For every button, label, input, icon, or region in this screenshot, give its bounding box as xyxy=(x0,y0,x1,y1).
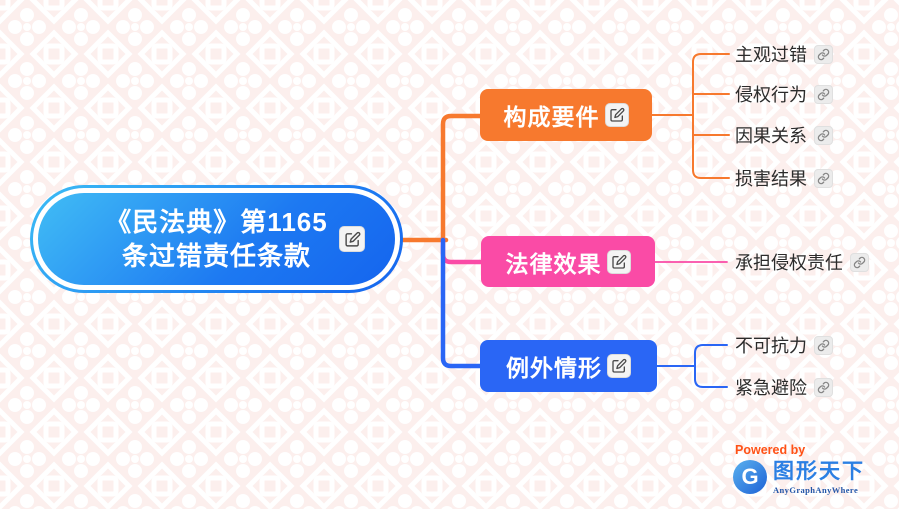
link-button[interactable] xyxy=(814,377,833,397)
leaf-node[interactable]: 损害结果 xyxy=(735,166,833,190)
brand-subtitle: AnyGraphAnyWhere xyxy=(773,485,859,495)
link-button[interactable] xyxy=(814,125,833,145)
edit-button[interactable] xyxy=(339,226,365,252)
leaf-node[interactable]: 因果关系 xyxy=(735,123,833,147)
leaf-node[interactable]: 主观过错 xyxy=(735,42,833,66)
leaf-node[interactable]: 承担侵权责任 xyxy=(735,250,869,274)
root-node-ring: 《民法典》第1165 条过错责任条款 xyxy=(33,188,400,290)
leaf-label: 因果关系 xyxy=(735,126,807,146)
edit-icon xyxy=(611,254,626,269)
leaf-node[interactable]: 紧急避险 xyxy=(735,375,833,399)
leaf-label: 承担侵权责任 xyxy=(735,253,843,273)
link-button[interactable] xyxy=(814,44,833,64)
leaf-node[interactable]: 侵权行为 xyxy=(735,82,833,106)
leaf-label: 损害结果 xyxy=(735,169,807,189)
branch-node-exception[interactable]: 例外情形 xyxy=(480,340,657,392)
leaf-label: 不可抗力 xyxy=(735,336,807,356)
branch-node-effect[interactable]: 法律效果 xyxy=(481,236,655,287)
powered-by-label: Powered by xyxy=(735,443,806,457)
edit-button[interactable] xyxy=(606,249,631,274)
branch-node-elements[interactable]: 构成要件 xyxy=(480,89,652,141)
branch-label: 例外情形 xyxy=(506,355,602,381)
watermark[interactable]: Powered by G 图形天下 AnyGraphAnyWhere xyxy=(733,443,865,495)
edit-icon xyxy=(612,358,627,373)
leaf-label: 紧急避险 xyxy=(735,378,807,398)
leaf-node[interactable]: 不可抗力 xyxy=(735,333,833,357)
link-icon xyxy=(853,256,866,268)
branch-label: 构成要件 xyxy=(503,104,600,130)
link-icon xyxy=(817,88,830,100)
link-icon xyxy=(817,129,830,141)
link-icon xyxy=(817,48,830,60)
edit-button[interactable] xyxy=(607,354,631,378)
leaf-label: 侵权行为 xyxy=(735,85,807,105)
root-node-body: 《民法典》第1165 条过错责任条款 xyxy=(38,193,395,285)
link-button[interactable] xyxy=(850,252,869,272)
brand-logo-icon: G xyxy=(733,460,767,494)
link-button[interactable] xyxy=(814,168,833,188)
root-node[interactable]: 《民法典》第1165 条过错责任条款 xyxy=(30,185,403,293)
edit-icon xyxy=(609,107,624,122)
edit-icon xyxy=(344,231,360,247)
root-label-line2: 条过错责任条款 xyxy=(121,241,311,271)
link-icon xyxy=(817,172,830,184)
link-icon xyxy=(817,381,830,393)
leaf-label: 主观过错 xyxy=(735,45,807,65)
link-button[interactable] xyxy=(814,84,833,104)
brand-name: 图形天下 xyxy=(773,460,865,483)
branch-label: 法律效果 xyxy=(505,250,602,277)
link-button[interactable] xyxy=(814,335,833,355)
edit-button[interactable] xyxy=(604,103,629,127)
link-icon xyxy=(817,339,830,351)
root-label-line1: 《民法典》第1165 xyxy=(105,207,328,237)
